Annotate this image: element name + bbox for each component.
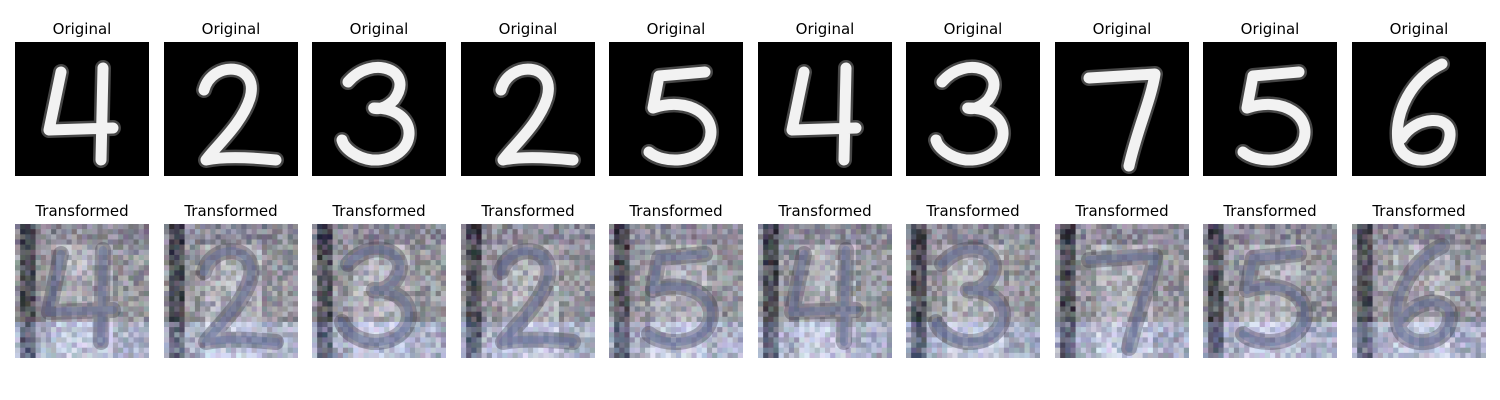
transformed-digit-image [312, 224, 446, 358]
original-title: Original [943, 20, 1003, 38]
original-digit-image [164, 42, 298, 176]
transformed-title: Transformed [35, 202, 129, 220]
transformed-title: Transformed [332, 202, 426, 220]
original-digit-image [1203, 42, 1337, 176]
transformed-title: Transformed [629, 202, 723, 220]
original-digit-image [461, 42, 595, 176]
transformed-digit-image [164, 224, 298, 358]
transformed-digit-image [1352, 224, 1486, 358]
transformed-digit-image [906, 224, 1040, 358]
transformed-title: Transformed [778, 202, 872, 220]
transformed-digit-image [461, 224, 595, 358]
transformed-digit-image [609, 224, 743, 358]
original-digit-image [906, 42, 1040, 176]
transformed-title: Transformed [926, 202, 1020, 220]
original-title: Original [349, 20, 409, 38]
original-digit-image [758, 42, 892, 176]
original-title: Original [1240, 20, 1300, 38]
original-digit-image [15, 42, 149, 176]
transformed-digit-image [758, 224, 892, 358]
transformed-title: Transformed [184, 202, 278, 220]
transformed-digit-image [1055, 224, 1189, 358]
original-digit-image [312, 42, 446, 176]
original-title: Original [795, 20, 855, 38]
original-title: Original [646, 20, 706, 38]
original-digit-image [1352, 42, 1486, 176]
original-title: Original [1389, 20, 1449, 38]
transformed-title: Transformed [1372, 202, 1466, 220]
original-digit-image [1055, 42, 1189, 176]
transformed-title: Transformed [481, 202, 575, 220]
original-digit-image [609, 42, 743, 176]
transformed-title: Transformed [1223, 202, 1317, 220]
transformed-title: Transformed [1075, 202, 1169, 220]
transformed-digit-image [15, 224, 149, 358]
original-title: Original [498, 20, 558, 38]
original-title: Original [52, 20, 112, 38]
original-title: Original [1092, 20, 1152, 38]
original-title: Original [201, 20, 261, 38]
transformed-digit-image [1203, 224, 1337, 358]
